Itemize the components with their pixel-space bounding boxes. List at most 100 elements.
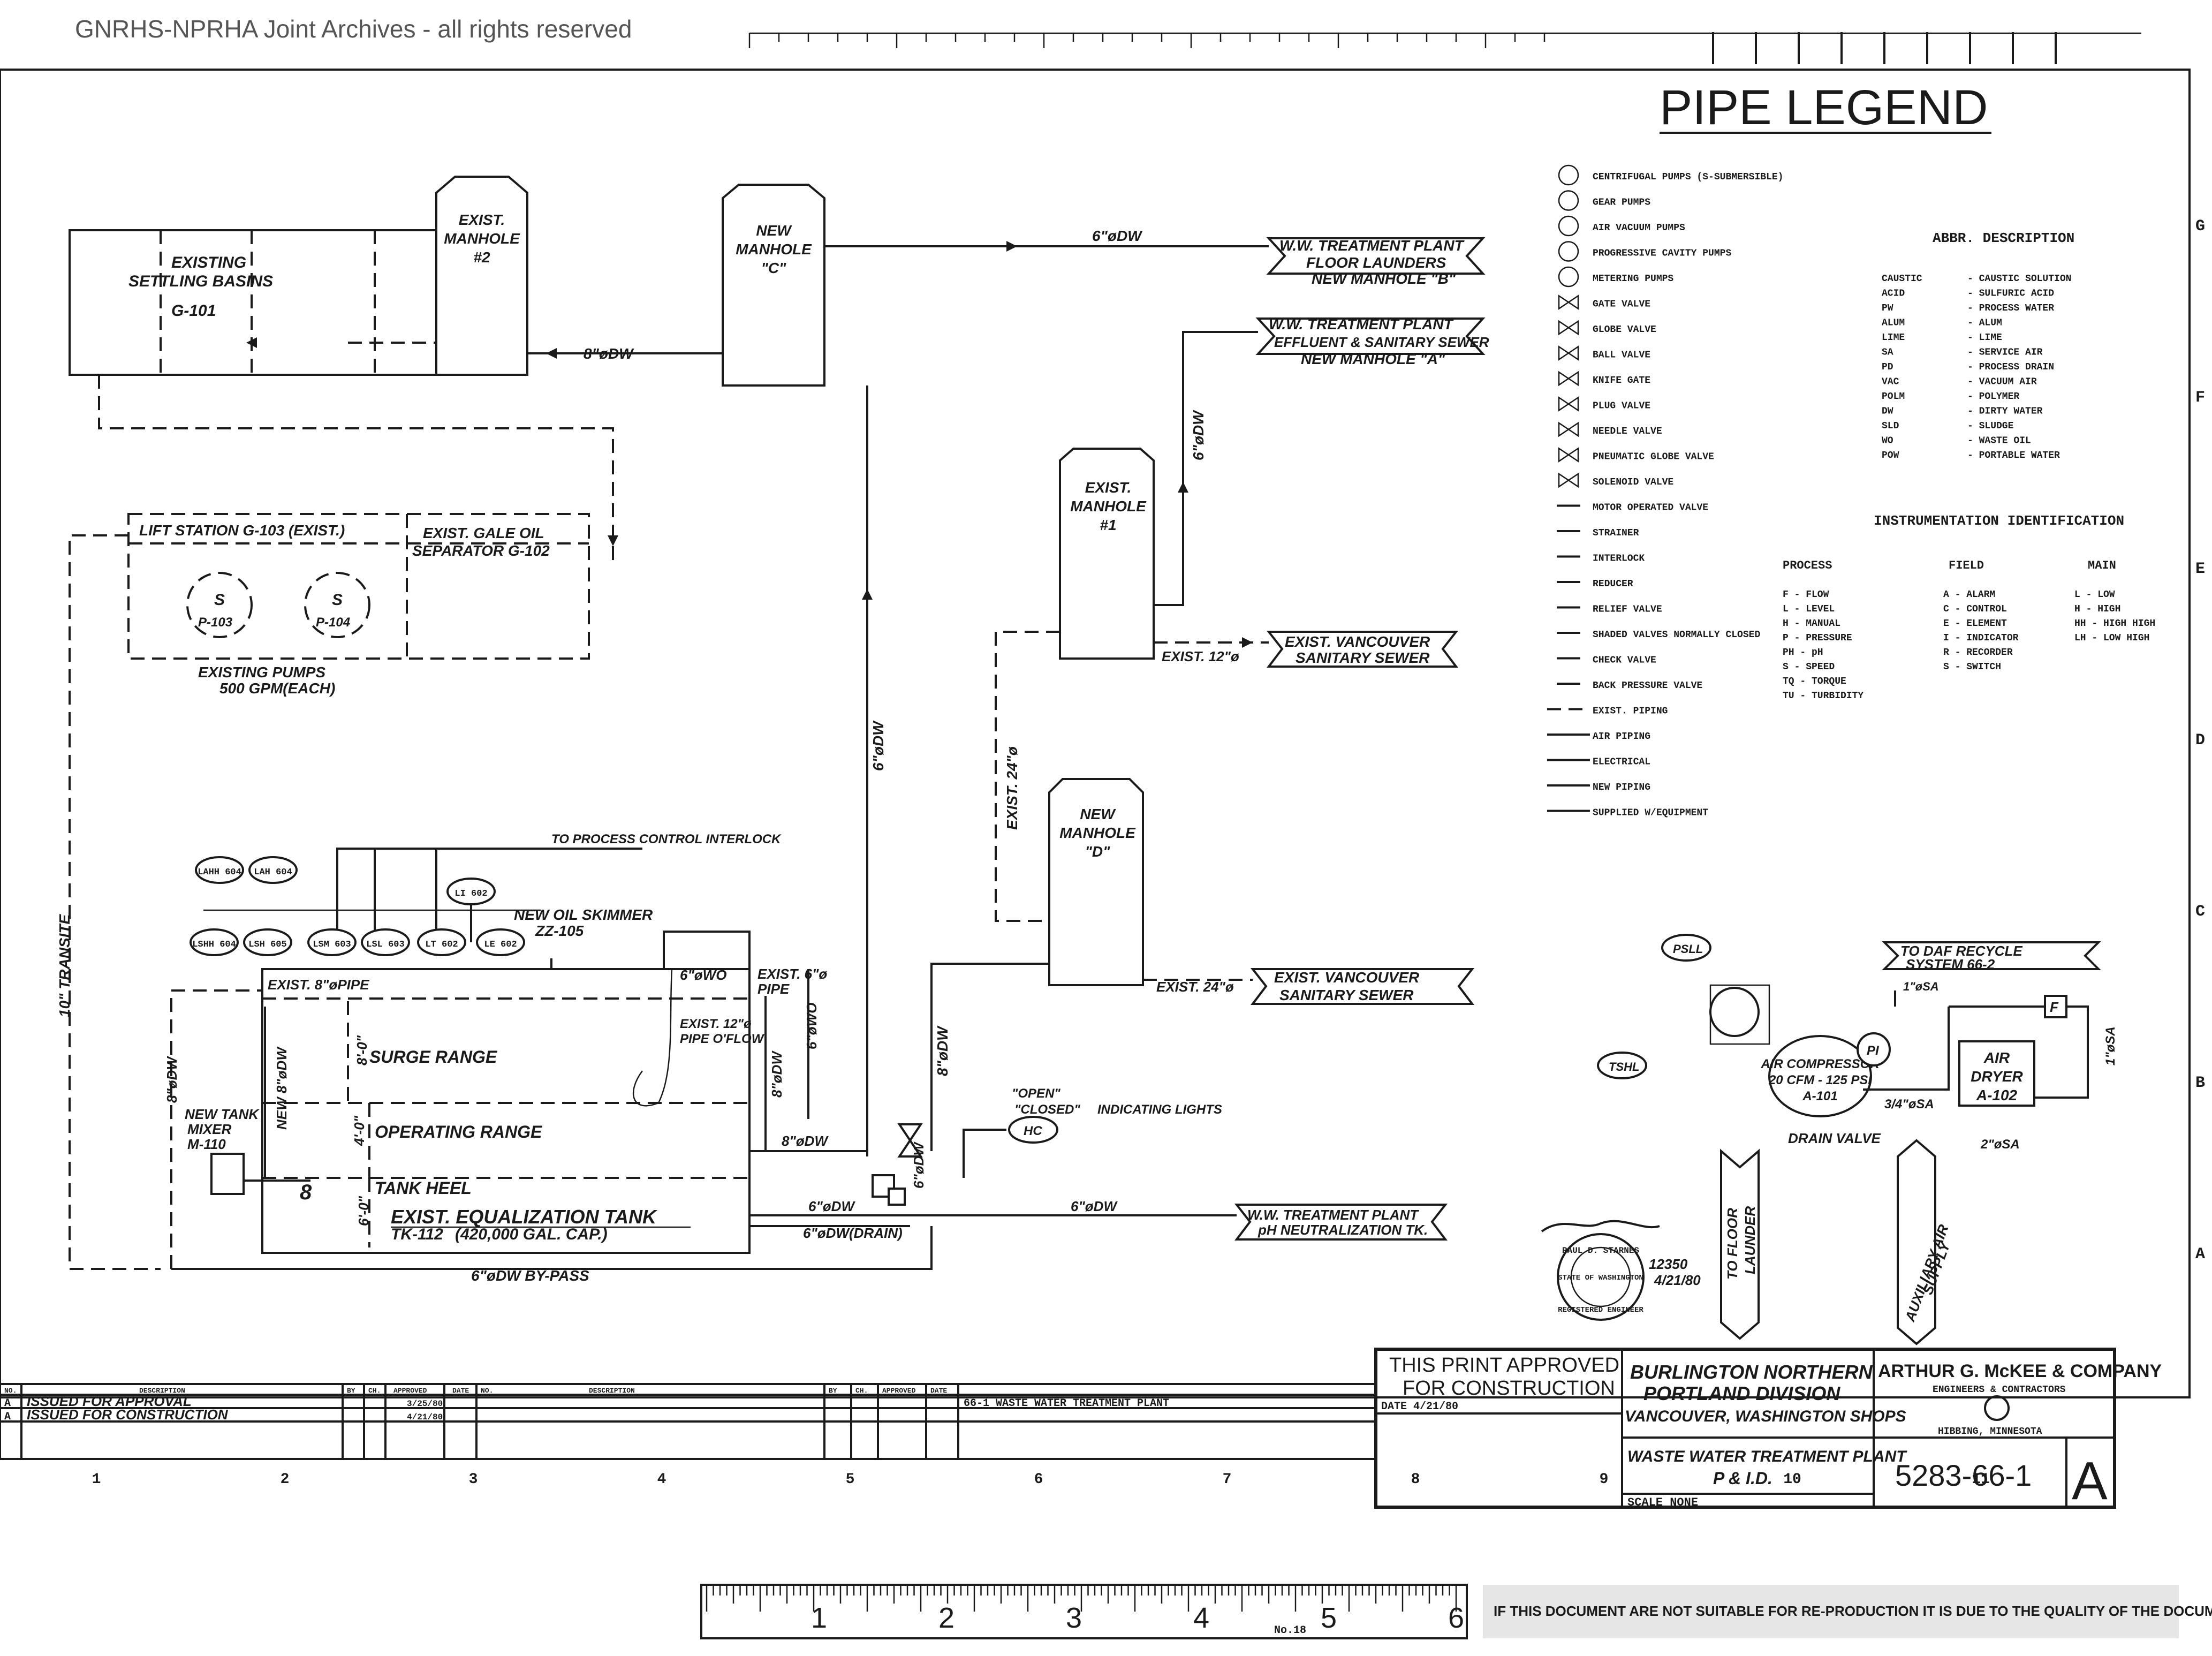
process-code: H - MANUAL bbox=[1783, 618, 1840, 629]
settling-basins bbox=[69, 229, 472, 376]
abbr-desc: - ALUM bbox=[1967, 318, 2002, 329]
floor-2: LAUNDER bbox=[1742, 1206, 1758, 1274]
skimmer-1: NEW OIL SKIMMER bbox=[514, 906, 653, 923]
abbr-row: VAC- VACUUM AIR bbox=[1882, 377, 2037, 388]
legend-row: METERING PUMPS bbox=[1558, 266, 1673, 288]
abbr-row: SA- SERVICE AIR bbox=[1882, 347, 2043, 358]
instrument-tag: LT 602 bbox=[425, 940, 458, 950]
legend-item-label: BACK PRESSURE VALVE bbox=[1593, 680, 1702, 691]
exist8: EXIST. 8"øPIPE bbox=[268, 977, 369, 993]
ruler-number: 5 bbox=[1321, 1602, 1337, 1634]
abbr-desc: - POLYMER bbox=[1967, 391, 2019, 402]
instrument-tag: LSL 603 bbox=[366, 940, 404, 950]
auxiliary-air bbox=[1897, 1139, 1936, 1345]
abbr-code: LIME bbox=[1882, 332, 1905, 343]
zone-letter: D bbox=[2195, 731, 2205, 750]
instrument-tag: LSHH 604 bbox=[192, 940, 236, 950]
top-ruler bbox=[748, 32, 2141, 64]
settling-label-2: SETTLING BASINS bbox=[128, 273, 273, 290]
process-code: P - PRESSURE bbox=[1783, 633, 1852, 644]
legend-item-label: NEEDLE VALVE bbox=[1593, 426, 1662, 437]
legend-row: STRAINER bbox=[1557, 528, 1639, 539]
abbr-desc: - SERVICE AIR bbox=[1967, 347, 2043, 358]
hc-label: HC bbox=[1024, 1124, 1042, 1138]
mixer-1: NEW TANK bbox=[185, 1106, 260, 1122]
ruler-number: 4 bbox=[1193, 1602, 1209, 1634]
abbr-code: POLM bbox=[1882, 391, 1905, 402]
oil-skimmer bbox=[663, 931, 751, 970]
legend-row: SOLENOID VALVE bbox=[1558, 472, 1673, 488]
tshl-bubble bbox=[1597, 1052, 1647, 1079]
dest-floor-2: FLOOR LAUNDERS bbox=[1306, 254, 1446, 271]
legend-row: GLOBE VALVE bbox=[1558, 320, 1656, 336]
zone-number: 8 bbox=[1411, 1471, 1420, 1488]
abbr-code: WO bbox=[1882, 436, 1893, 447]
legend-item-label: STRAINER bbox=[1593, 528, 1639, 539]
revision-header-cell: DATE bbox=[452, 1387, 469, 1395]
mhc-label-2: MANHOLE bbox=[736, 241, 812, 258]
legend-row: REDUCER bbox=[1557, 579, 1633, 589]
mh1-label-2: MANHOLE bbox=[1070, 498, 1147, 515]
watermark: GNRHS-NPRHA Joint Archives - all rights … bbox=[75, 15, 632, 43]
p104-s: S bbox=[332, 591, 343, 609]
legend-item-label: SOLENOID VALVE bbox=[1593, 477, 1673, 488]
legend-row: ELECTRICAL bbox=[1547, 757, 1650, 768]
pipe-24v: EXIST. 24"ø bbox=[1004, 746, 1020, 830]
manhole-d bbox=[1048, 778, 1144, 986]
dim-8: 8'-0" bbox=[354, 1035, 370, 1065]
zone-letter: G bbox=[2195, 217, 2205, 236]
dest-floor-3: NEW MANHOLE "B" bbox=[1312, 270, 1456, 287]
instrument-bubble: LSM 603 bbox=[307, 928, 357, 956]
abbr-row: WO- WASTE OIL bbox=[1882, 436, 2031, 447]
pi: PI bbox=[1867, 1043, 1880, 1058]
abbr-row: PD- PROCESS DRAIN bbox=[1882, 362, 2054, 373]
settling-label-1: EXISTING bbox=[171, 254, 246, 271]
instrument-tag: LSM 603 bbox=[313, 940, 351, 950]
p104-label: P-104 bbox=[316, 615, 350, 630]
abbr-row: DW- DIRTY WATER bbox=[1882, 406, 2043, 417]
seal-5: 4/21/80 bbox=[1654, 1272, 1701, 1288]
pipe-8dw-v: 8"øDW bbox=[934, 1025, 951, 1076]
legend-row: INTERLOCK bbox=[1557, 554, 1645, 564]
company-1: ARTHUR G. McKEE & COMPANY bbox=[1878, 1361, 2162, 1381]
legend-item-label: CENTRIFUGAL PUMPS (S-SUBMERSIBLE) bbox=[1593, 172, 1783, 183]
skimmer-2: ZZ-105 bbox=[535, 922, 584, 939]
drawing-number: 5283-66-1 bbox=[1895, 1458, 2032, 1492]
abbr-code: POW bbox=[1882, 450, 1899, 461]
seal-3: REGISTERED ENGINEER bbox=[1558, 1306, 1643, 1314]
pipe-6dw-v: 6"øDW bbox=[1190, 410, 1207, 460]
dw8b: 8"øDW bbox=[782, 1133, 829, 1149]
revision-letter: A bbox=[2072, 1451, 2108, 1511]
ruler-no: No.18 bbox=[1274, 1624, 1306, 1637]
legend-row: EXIST. PIPING bbox=[1547, 706, 1668, 717]
dim-4: 4'-0" bbox=[351, 1115, 367, 1146]
f-filter: F bbox=[2050, 999, 2059, 1015]
instrument-bubble: LSHH 604 bbox=[190, 928, 239, 956]
operating-label: OPERATING RANGE bbox=[375, 1122, 543, 1141]
mixer-blade: 8 bbox=[300, 1181, 312, 1204]
field-code: I - INDICATOR bbox=[1943, 633, 2019, 644]
pipe-6dw-c: 6"øDW bbox=[870, 720, 887, 771]
mh1-label-3: #1 bbox=[1100, 517, 1116, 533]
revision-header-cell: NO. bbox=[4, 1387, 17, 1395]
legend-item-label: KNIFE GATE bbox=[1593, 375, 1650, 386]
abbr-desc: - SLUDGE bbox=[1967, 421, 2014, 432]
dest-effluent bbox=[1255, 317, 1486, 355]
dest-sewer2-2: SANITARY SEWER bbox=[1279, 987, 1414, 1003]
dest-eff-3: NEW MANHOLE "A" bbox=[1301, 351, 1445, 367]
mixer-3: M-110 bbox=[187, 1136, 226, 1152]
quality-note: IF THIS DOCUMENT ARE NOT SUITABLE FOR RE… bbox=[1494, 1603, 2212, 1619]
manhole-1 bbox=[1059, 448, 1155, 660]
zone-number: 2 bbox=[281, 1471, 290, 1488]
instrument-tag: LAHH 604 bbox=[198, 867, 241, 878]
lights-2: "CLOSED" bbox=[1014, 1102, 1080, 1117]
legend-item-label: EXIST. PIPING bbox=[1593, 706, 1668, 717]
mh1-label-1: EXIST. bbox=[1085, 479, 1132, 496]
pipe-12: EXIST. 12"ø bbox=[1162, 648, 1239, 664]
abbr-title: ABBR. DESCRIPTION bbox=[1933, 230, 2074, 246]
wo6: 6"øWO bbox=[680, 967, 726, 983]
revision-header-cell: APPROVED bbox=[882, 1387, 916, 1395]
pi-bubble bbox=[1857, 1032, 1891, 1067]
mh2-label-1: EXIST. bbox=[459, 211, 505, 228]
pipe-6dw-top: 6"øDW bbox=[1092, 228, 1143, 244]
